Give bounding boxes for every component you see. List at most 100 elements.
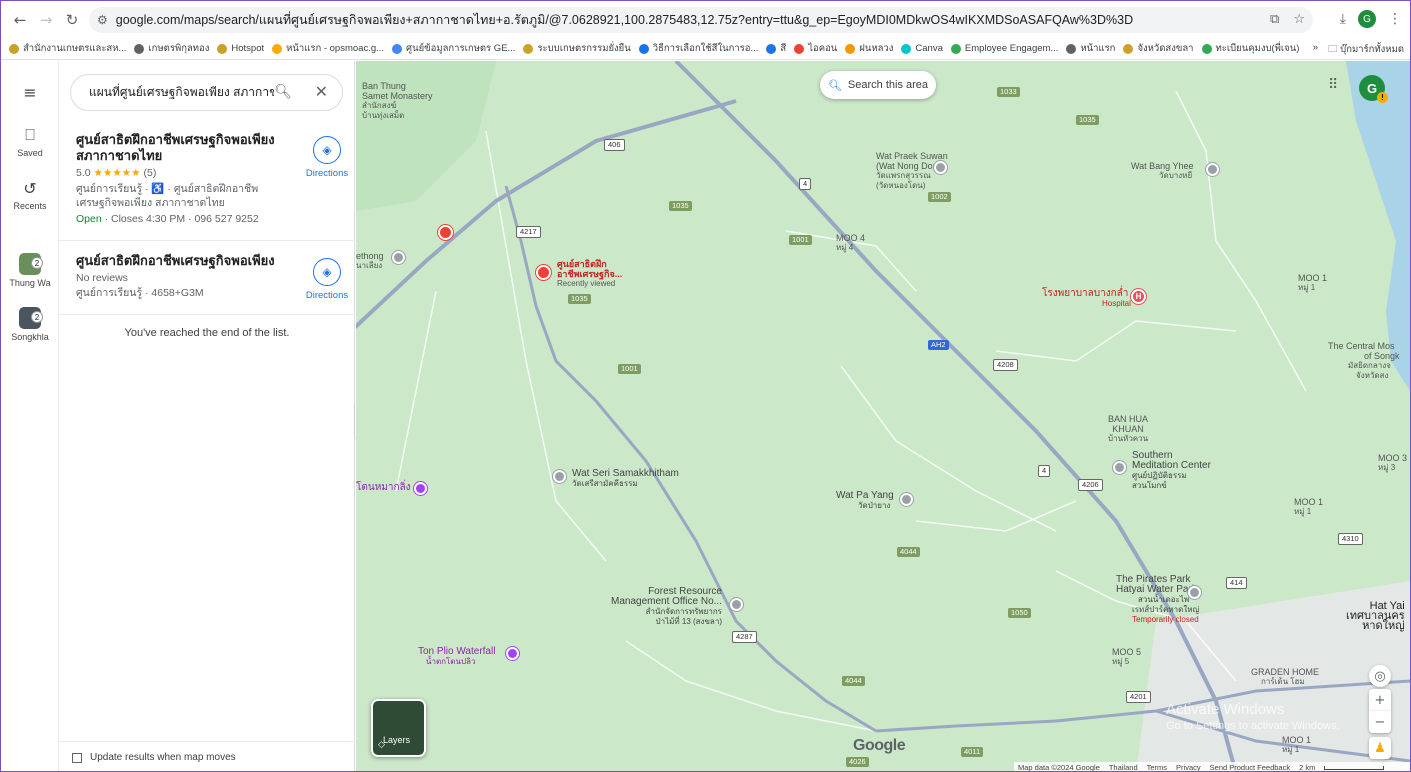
- scale-label[interactable]: 2 km: [1299, 763, 1316, 772]
- warning-icon: !: [1377, 92, 1388, 103]
- all-bookmarks[interactable]: 🗀 บุ๊กมาร์กทั้งหมด: [1328, 44, 1404, 55]
- street-view-pegman-icon[interactable]: ♟: [1369, 737, 1391, 759]
- menu-icon[interactable]: ⋮: [1388, 11, 1402, 27]
- map-label[interactable]: โรงพยาบาลบางกล่ำ Hospital: [1042, 289, 1131, 309]
- map-label[interactable]: The Pirates Park Hatyai Water Park สวนน้…: [1116, 575, 1199, 625]
- bookmark-item[interactable]: Canva: [901, 41, 943, 56]
- government-office-icon[interactable]: [730, 598, 743, 611]
- layers-button[interactable]: ◇ Layers: [371, 699, 426, 757]
- site-info-icon[interactable]: ⚙: [97, 13, 108, 27]
- temple-icon[interactable]: [553, 470, 566, 483]
- map-label[interactable]: Ton Plio Waterfall น้ำตกโตนปลิว: [418, 647, 495, 667]
- forward-icon[interactable]: →: [39, 10, 53, 29]
- bookmark-item[interactable]: หน้าแรก: [1066, 41, 1115, 56]
- map-label[interactable]: Wat Pa Yang วัดป่ายาง: [836, 491, 894, 511]
- country-label[interactable]: Thailand: [1108, 763, 1138, 772]
- map-label[interactable]: Wat Bang Yhee วัดบางหยี: [1131, 161, 1194, 181]
- label-line: ethong: [356, 251, 384, 261]
- bookmark-item[interactable]: Hotspot: [217, 41, 264, 56]
- directions-button[interactable]: ◈ Directions: [300, 258, 354, 301]
- map-label[interactable]: The Central Mos of Songk มัสยิดกลางจ จัง…: [1328, 341, 1400, 381]
- bookmark-item[interactable]: สี: [766, 41, 786, 56]
- bookmark-item[interactable]: Employee Engagem...: [950, 41, 1058, 56]
- bookmark-item[interactable]: ศูนย์ข้อมูลการเกษตร GE...: [392, 41, 515, 56]
- zoom-out-button[interactable]: −: [1369, 711, 1391, 733]
- bookmark-item[interactable]: ทะเบียนคุมงบ(พี่เจน): [1201, 41, 1299, 56]
- account-avatar[interactable]: G !: [1359, 75, 1388, 103]
- temple-icon[interactable]: [392, 251, 405, 264]
- search-icon[interactable]: 🔍︎: [274, 84, 292, 100]
- bookmark-item[interactable]: ไอคอน: [794, 41, 837, 56]
- map-label[interactable]: ethong นาเลียง: [356, 251, 384, 271]
- map-label[interactable]: Wat Praek Suwan (Wat Nong Don) วัดแพรกสุ…: [876, 151, 948, 191]
- download-icon[interactable]: ⤓: [1339, 11, 1346, 27]
- checkbox[interactable]: [72, 752, 82, 763]
- road-shield: 414: [1226, 577, 1247, 589]
- recent-thung-wa[interactable]: 2 Thung Wa: [1, 253, 59, 288]
- bookmark-item[interactable]: ระบบเกษตรกรรมยั่งยืน: [523, 41, 631, 56]
- hamburger-menu-icon[interactable]: ≡: [23, 83, 37, 102]
- map-label[interactable]: Hat Yai เทศบาลนคร หาดใหญ่: [1346, 601, 1405, 632]
- map-label[interactable]: Southern Meditation Center ศูนย์ปฏิบัติธ…: [1132, 451, 1211, 491]
- selected-place-pin[interactable]: [536, 265, 551, 280]
- apps-grid-icon[interactable]: ⠿: [1328, 77, 1339, 93]
- bookmark-label: สำนักงานเกษตรและสห...: [23, 43, 127, 54]
- search-input[interactable]: แผนที่ศูนย์เศรษฐกิจพอเพียง สภากาชาดไทย 🔍…: [70, 74, 343, 111]
- result-title[interactable]: ศูนย์สาธิตฝึกอาชีพเศรษฐกิจพอเพียง: [76, 253, 275, 268]
- result-rating: 5.0 ★★★★★ (5): [76, 166, 291, 180]
- waterfall-icon[interactable]: [506, 647, 519, 660]
- result-item[interactable]: ศูนย์สาธิตฝึกอาชีพเศรษฐกิจพอเพียง No rev…: [59, 241, 355, 315]
- temple-icon[interactable]: [1113, 461, 1126, 474]
- bookmark-label: หน้าแรก - opsmoac.g...: [286, 43, 385, 54]
- result-item[interactable]: ศูนย์สาธิตฝึกอาชีพเศรษฐกิจพอเพียง สภากาช…: [59, 121, 355, 241]
- saved-button[interactable]: ⎕ Saved: [1, 125, 59, 158]
- bookmark-item[interactable]: จังหวัดสงขลา: [1123, 41, 1194, 56]
- map-canvas[interactable]: 🔍︎ Search this area ⠿ G ! Ban Thung Same…: [356, 61, 1410, 772]
- search-this-area-button[interactable]: 🔍︎ Search this area: [820, 71, 936, 99]
- profile-avatar[interactable]: G: [1358, 10, 1376, 28]
- bookmark-item[interactable]: วิธีการเลือกใช้สีในการอ...: [638, 41, 758, 56]
- temple-icon[interactable]: [900, 493, 913, 506]
- result-title[interactable]: ศูนย์สาธิตฝึกอาชีพเศรษฐกิจพอเพียง สภากาช…: [76, 132, 275, 163]
- feedback-link[interactable]: Send Product Feedback: [1209, 763, 1291, 772]
- map-label[interactable]: โตนหมากลิ่ง: [356, 482, 411, 493]
- road-shield: 4206: [1078, 479, 1103, 491]
- temple-icon[interactable]: [934, 161, 947, 174]
- bookmark-star-icon[interactable]: ☆: [1293, 12, 1305, 27]
- bookmark-favicon: [392, 43, 403, 54]
- directions-button[interactable]: ◈ Directions: [300, 136, 354, 179]
- selected-place-label[interactable]: ศูนย์สาธิตฝึก อาชีพเศรษฐกิจ... Recently …: [557, 259, 622, 289]
- map-label[interactable]: Ban Thung Samet Monastery สำนักสงฆ์ บ้าน…: [362, 81, 433, 121]
- bookmarks-more[interactable]: »: [1312, 42, 1319, 53]
- privacy-link[interactable]: Privacy: [1176, 763, 1201, 772]
- map-label[interactable]: Wat Seri Samakkhitham วัดเสรีสามัคคีธรรม: [572, 469, 679, 489]
- water-park-icon[interactable]: [1188, 586, 1201, 599]
- back-icon[interactable]: ←: [13, 10, 27, 29]
- bookmark-item[interactable]: เกษตรพิกุลทอง: [134, 41, 209, 56]
- road-shield: 1050: [1008, 608, 1031, 618]
- address-bar[interactable]: ⚙ google.com/maps/search/แผนที่ศูนย์เศรษ…: [89, 7, 1313, 33]
- map-label[interactable]: Forest Resource Management Office No... …: [611, 587, 722, 627]
- label-line: สำนักสงฆ์: [362, 101, 397, 110]
- url-text: google.com/maps/search/แผนที่ศูนย์เศรษฐก…: [115, 13, 1134, 27]
- terms-link[interactable]: Terms: [1146, 763, 1168, 772]
- temple-icon[interactable]: [1206, 163, 1219, 176]
- recents-button[interactable]: ↺ Recents: [1, 179, 59, 211]
- bookmark-item[interactable]: ฝนหลวง: [845, 41, 893, 56]
- zoom-in-button[interactable]: +: [1369, 689, 1391, 711]
- label-line: MOO 3: [1378, 453, 1408, 463]
- label-line: Ton Plio Waterfall: [418, 646, 496, 657]
- update-results-toggle[interactable]: Update results when map moves: [59, 741, 355, 771]
- my-location-icon[interactable]: ◎: [1369, 665, 1391, 687]
- recent-songkhla[interactable]: 2 Songkhla: [1, 307, 59, 342]
- reload-icon[interactable]: ↻: [65, 10, 79, 29]
- close-icon[interactable]: ✕: [314, 82, 328, 101]
- bookmark-item[interactable]: หน้าแรก - opsmoac.g...: [272, 41, 384, 56]
- history-icon: ↺: [23, 179, 37, 198]
- hospital-icon[interactable]: H: [1131, 289, 1146, 304]
- install-app-icon[interactable]: ⧉: [1270, 12, 1280, 27]
- road-shield: AH2: [928, 340, 949, 350]
- graduation-cap-icon[interactable]: [438, 225, 453, 240]
- waterfall-icon[interactable]: [414, 482, 427, 495]
- bookmark-item[interactable]: สำนักงานเกษตรและสห...: [9, 41, 126, 56]
